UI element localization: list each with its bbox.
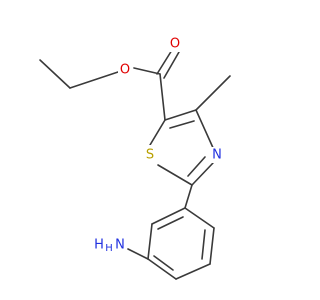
amine-nitrogen-label: N — [115, 238, 125, 253]
bond-ph-inner-3 — [157, 216, 184, 230]
atom-labels: O O S N N H H — [94, 36, 224, 254]
bond-ph-e-f — [147, 223, 153, 260]
bond-ccarbonyl-c5 — [159, 73, 166, 121]
bond-ph-f-a — [151, 207, 186, 225]
bond-n3-c2-double-2 — [187, 156, 206, 177]
bond-s1-c5 — [149, 119, 166, 146]
bond-c2-s1 — [157, 164, 193, 186]
sulfur-label: S — [146, 148, 154, 163]
bond-c5-c4-double-2 — [169, 120, 195, 129]
carbonyl-oxygen-label: O — [170, 37, 180, 52]
bond-ph-inner-2 — [153, 255, 174, 271]
bond-ph-a-b — [184, 207, 215, 229]
bond-c4-methyl — [195, 75, 231, 111]
bond-n3-c2-double-1 — [191, 162, 214, 186]
ring-nitrogen-label: N — [212, 148, 222, 163]
bond-oester-ccarbonyl — [133, 67, 161, 75]
amine-hydrogen-label: H — [94, 238, 104, 253]
bond-ph-c-d — [175, 263, 211, 280]
bond-ch3-ch2 — [39, 59, 71, 89]
bond-ph-d-e — [147, 258, 177, 280]
structure-diagram: O O S N N H H — [39, 36, 231, 280]
bond-ph-nh2 — [127, 248, 149, 260]
bond-ph-b-c — [209, 227, 215, 265]
bond-c5-c4-double-1 — [164, 109, 197, 121]
ester-oxygen-label: O — [120, 63, 130, 78]
amine-h-subscript-label: H — [105, 243, 113, 254]
bond-ph-inner-1 — [201, 229, 206, 260]
bonds — [39, 49, 231, 280]
bond-c4-n3 — [195, 109, 215, 151]
bond-c2-phenyl — [184, 184, 193, 209]
bond-ch2-oester — [69, 71, 119, 89]
bond-c-o-double-2 — [163, 51, 180, 79]
bond-c-o-double-1 — [156, 49, 173, 75]
